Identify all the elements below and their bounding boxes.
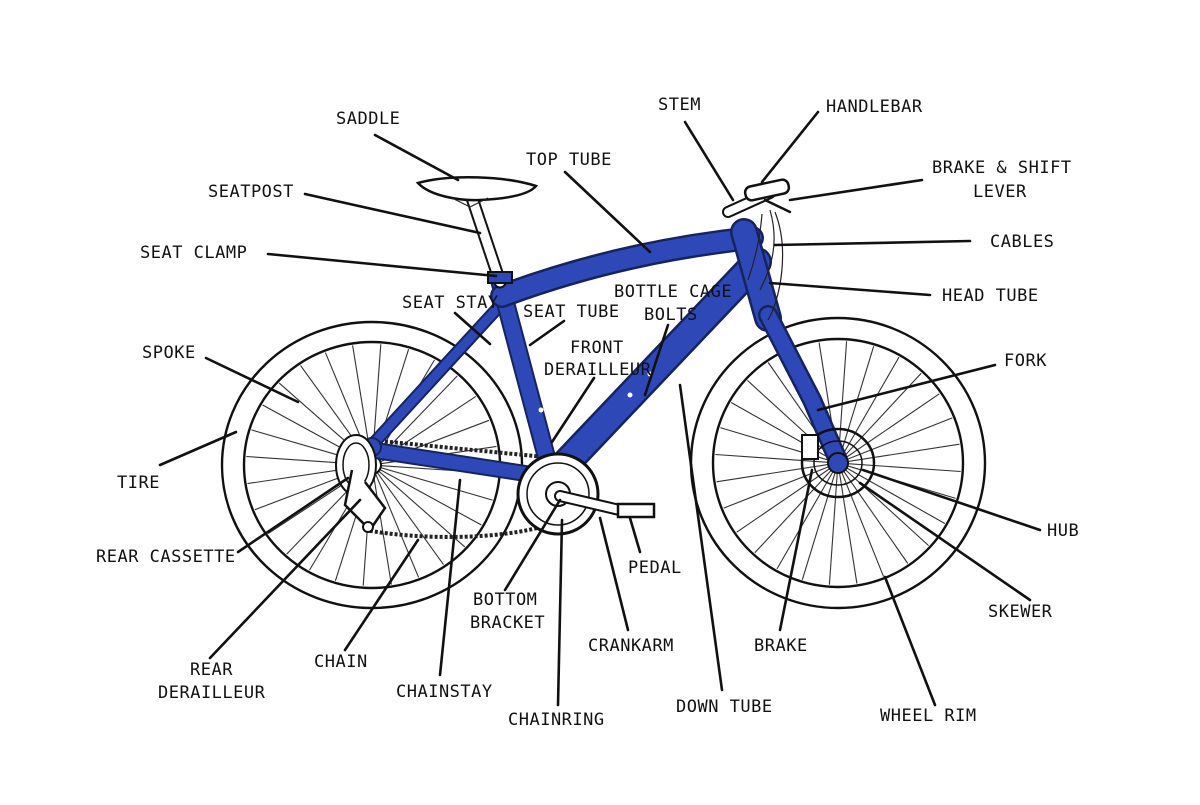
spoke — [845, 463, 961, 473]
label-rear-derailleur-1: REAR — [190, 660, 233, 680]
label-crankarm: CRANKARM — [588, 636, 674, 656]
saddle — [415, 176, 539, 208]
label-wheel-rim: WHEEL RIM — [880, 706, 977, 726]
label-bottom-bracket-1: BOTTOM — [473, 590, 537, 610]
spoke — [838, 341, 848, 456]
label-skewer: SKEWER — [988, 602, 1053, 622]
label-brake-shift-lever-2: LEVER — [973, 182, 1027, 202]
label-fork: FORK — [1004, 351, 1047, 371]
labels: SADDLE STEM HANDLEBAR TOP TUBE BRAKE & S… — [96, 95, 1079, 730]
rear-derailleur — [343, 469, 387, 533]
label-front-derailleur-2: DERAILLEUR — [544, 360, 652, 380]
label-bottle-cage-bolts-1: BOTTLE CAGE — [614, 282, 732, 302]
spoke — [715, 453, 831, 463]
spoke — [377, 469, 466, 548]
spoke — [716, 463, 831, 483]
spoke — [844, 393, 940, 459]
spoke — [723, 465, 831, 509]
spoke — [376, 471, 444, 565]
spoke — [776, 469, 835, 570]
spoke — [844, 466, 946, 524]
spoke — [845, 443, 960, 463]
spoke — [841, 356, 900, 457]
label-chain: CHAIN — [314, 652, 368, 672]
cables — [747, 209, 784, 321]
spoke — [736, 467, 832, 533]
label-seat-clamp: SEAT CLAMP — [140, 243, 247, 263]
label-rear-derailleur-2: DERAILLEUR — [158, 683, 266, 703]
spoke — [838, 470, 858, 584]
handlebar — [743, 178, 792, 214]
label-seat-tube: SEAT TUBE — [523, 302, 620, 322]
spoke — [754, 468, 834, 554]
label-chainring: CHAINRING — [508, 710, 605, 730]
label-chainstay: CHAINSTAY — [396, 682, 493, 702]
spoke — [828, 470, 838, 585]
frame — [362, 218, 848, 493]
label-bottom-bracket-2: BRACKET — [470, 613, 545, 633]
label-stem: STEM — [658, 95, 701, 115]
label-seatpost: SEATPOST — [208, 182, 294, 202]
label-bottle-cage-bolts-2: BOLTS — [644, 305, 698, 325]
label-seat-stay: SEAT STAY — [402, 293, 499, 313]
spoke — [842, 469, 909, 564]
spoke — [843, 467, 929, 547]
front-rim — [711, 337, 965, 589]
label-top-tube: TOP TUBE — [526, 150, 612, 170]
front-brake — [800, 427, 876, 499]
label-hub: HUB — [1047, 521, 1079, 541]
spoke — [374, 472, 420, 578]
front-hub — [827, 452, 849, 474]
spoke — [372, 472, 392, 585]
spoke — [378, 468, 482, 526]
label-down-tube: DOWN TUBE — [676, 697, 773, 717]
label-handlebar: HANDLEBAR — [826, 97, 923, 117]
label-pedal: PEDAL — [628, 558, 682, 578]
crankarm — [554, 490, 634, 518]
chain — [364, 438, 556, 539]
label-front-derailleur-1: FRONT — [570, 338, 624, 358]
label-rear-cassette: REAR CASSETTE — [96, 547, 236, 567]
seatpost — [465, 191, 513, 289]
spoke — [379, 466, 493, 501]
label-brake: BRAKE — [754, 636, 808, 656]
spoke — [801, 470, 837, 580]
label-head-tube: HEAD TUBE — [942, 286, 1039, 306]
label-cables: CABLES — [990, 232, 1054, 252]
leader-lines — [158, 110, 1042, 707]
label-tire: TIRE — [117, 473, 160, 493]
label-brake-shift-lever-1: BRAKE & SHIFT — [932, 158, 1072, 178]
spoke — [840, 470, 885, 577]
label-spoke: SPOKE — [142, 343, 196, 363]
spoke — [845, 417, 953, 461]
label-saddle: SADDLE — [336, 109, 400, 129]
pedal — [616, 502, 656, 519]
